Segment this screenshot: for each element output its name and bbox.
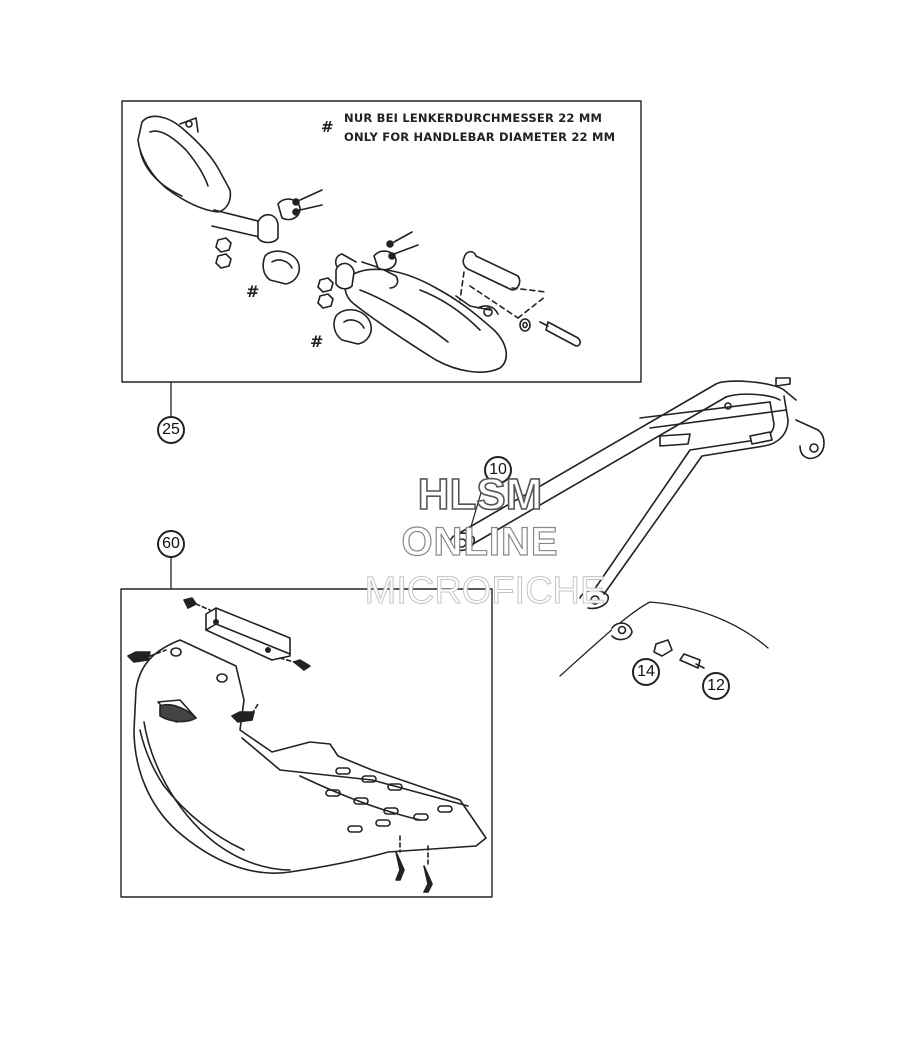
callout-luggage-rack[interactable]: 10	[484, 456, 512, 484]
callout-handguard-kit[interactable]: 25	[157, 416, 185, 444]
right-clamp-parts	[317, 231, 419, 345]
left-handguard	[137, 115, 270, 239]
callout-skid-plate[interactable]: 60	[157, 530, 185, 558]
hash-marker-right-clamp: #	[310, 332, 324, 351]
note-hash-symbol: #	[321, 118, 334, 136]
hash-marker-left-clamp: #	[246, 282, 260, 301]
skid-plate-bracket	[127, 597, 433, 893]
callout-bolt[interactable]: 12	[702, 672, 730, 700]
note-line-german: NUR BEI LENKERDURCHMESSER 22 MM	[344, 111, 603, 125]
watermark-line-2: ONLINE	[401, 519, 559, 564]
right-handguard	[334, 253, 507, 373]
rear-fender	[559, 601, 769, 677]
watermark-line-3: MICROFICHE	[364, 570, 606, 613]
handguard-kit-frame	[121, 100, 642, 383]
callout-washer[interactable]: 14	[632, 658, 660, 686]
handlebar-end	[459, 250, 581, 347]
skid-plate-frame	[120, 588, 493, 898]
luggage-rack	[449, 377, 825, 610]
left-clamp-parts	[215, 189, 323, 285]
skid-plate	[133, 639, 487, 874]
note-line-english: ONLY FOR HANDLEBAR DIAMETER 22 MM	[344, 130, 616, 144]
watermark-line-1: HLSM	[417, 469, 543, 520]
